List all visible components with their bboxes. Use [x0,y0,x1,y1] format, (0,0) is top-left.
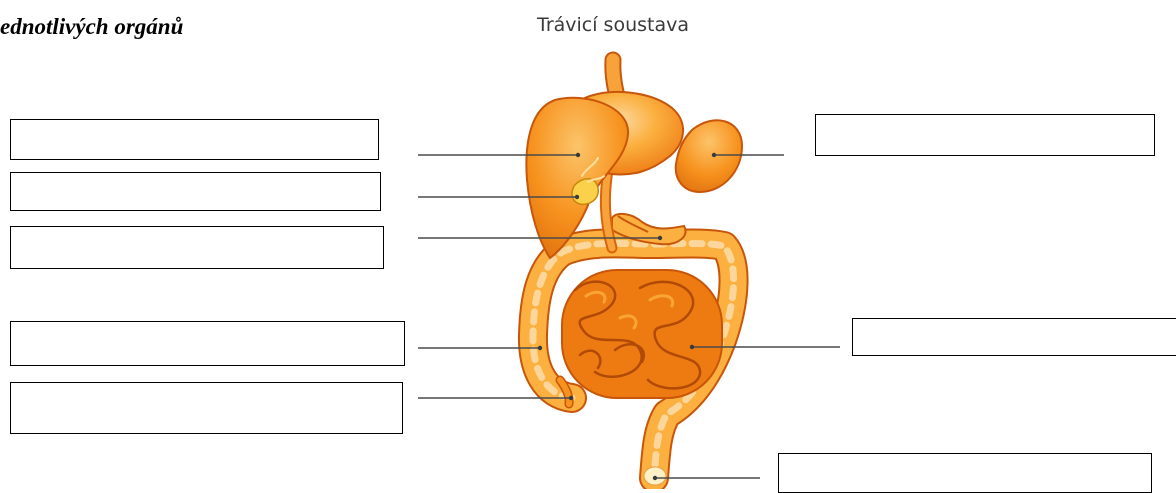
label-box-right-2[interactable] [852,318,1176,356]
label-box-right-1[interactable] [815,114,1155,156]
spleen [676,120,742,192]
label-box-left-1[interactable] [10,119,379,160]
label-box-left-4[interactable] [10,321,405,366]
small-intestine [562,270,722,398]
label-box-left-3[interactable] [10,226,384,269]
label-box-left-2[interactable] [10,172,381,211]
label-box-left-5[interactable] [10,382,403,434]
label-box-right-3[interactable] [778,453,1152,493]
